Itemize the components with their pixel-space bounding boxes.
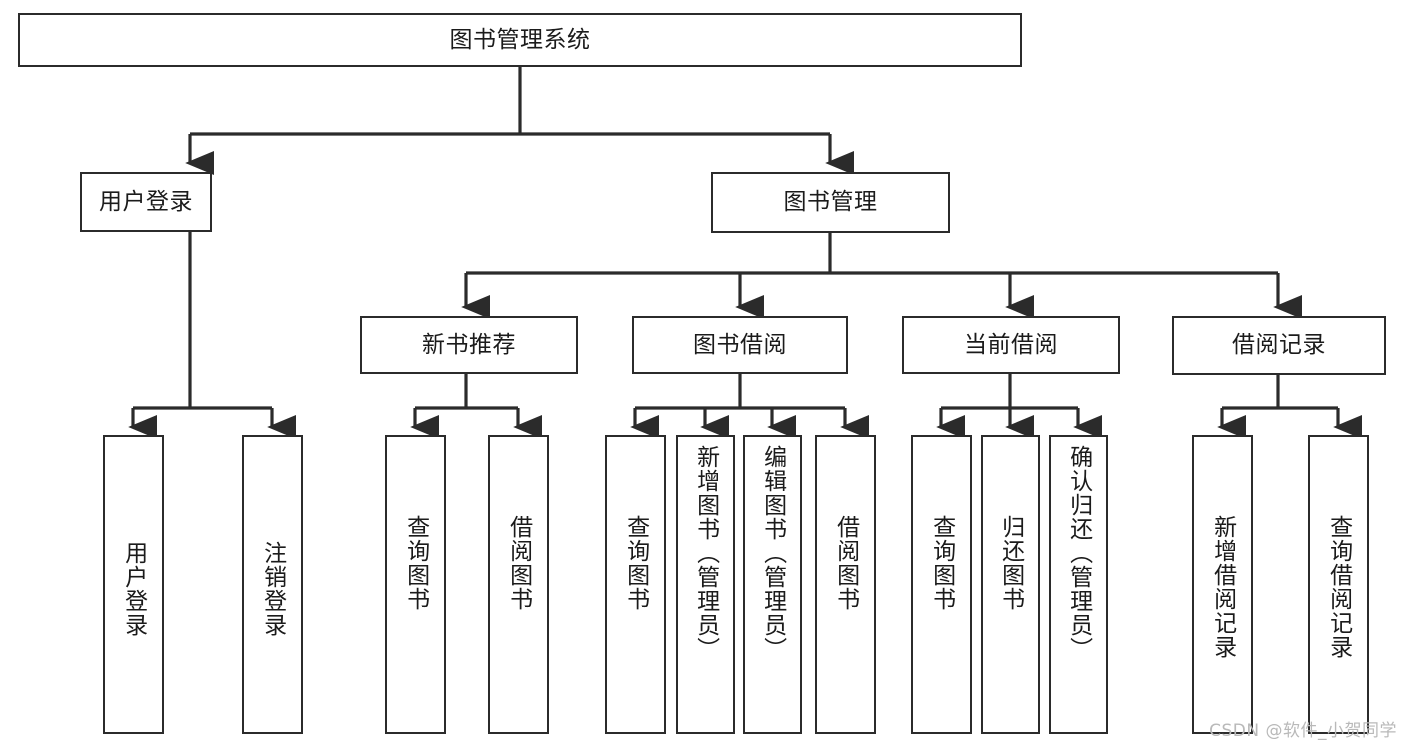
node-leaf-add-book[interactable]: 新增图书（管理员） (676, 435, 735, 734)
node-leaf-add-record-label: 新增借阅记录 (1209, 515, 1236, 659)
node-leaf-user-login[interactable]: 用户登录 (103, 435, 164, 734)
node-current-borrow[interactable]: 当前借阅 (902, 316, 1120, 374)
node-leaf-logout-label: 注销登录 (259, 541, 286, 637)
node-leaf-query-record-label: 查询借阅记录 (1325, 515, 1352, 659)
node-borrow-record-label: 借阅记录 (1232, 332, 1326, 359)
node-leaf-borrow-book-1-label: 借阅图书 (505, 515, 532, 611)
node-book-manage[interactable]: 图书管理 (711, 172, 950, 233)
node-leaf-confirm-return[interactable]: 确认归还（管理员） (1049, 435, 1108, 734)
node-root[interactable]: 图书管理系统 (18, 13, 1022, 67)
node-leaf-borrow-book-2-label: 借阅图书 (832, 515, 859, 611)
node-book-borrow-label: 图书借阅 (693, 331, 787, 358)
node-leaf-query-book-2[interactable]: 查询图书 (605, 435, 666, 734)
node-leaf-query-book-3-label: 查询图书 (928, 515, 955, 611)
node-user-login-label: 用户登录 (99, 188, 193, 215)
node-leaf-logout[interactable]: 注销登录 (242, 435, 303, 734)
node-leaf-query-book-1-label: 查询图书 (402, 515, 429, 611)
node-borrow-record[interactable]: 借阅记录 (1172, 316, 1386, 375)
node-book-borrow[interactable]: 图书借阅 (632, 316, 848, 374)
node-book-manage-label: 图书管理 (783, 189, 878, 216)
node-new-book-recommend[interactable]: 新书推荐 (360, 316, 578, 374)
node-leaf-edit-book[interactable]: 编辑图书（管理员） (743, 435, 802, 734)
node-user-login[interactable]: 用户登录 (80, 172, 212, 232)
node-leaf-return-book-label: 归还图书 (997, 515, 1024, 611)
node-leaf-add-book-label: 新增图书（管理员） (692, 445, 719, 661)
node-leaf-borrow-book-2[interactable]: 借阅图书 (815, 435, 876, 734)
node-leaf-edit-book-label: 编辑图书（管理员） (759, 445, 786, 661)
watermark: CSDN @软件_小贺同学 (1209, 721, 1397, 741)
node-root-label: 图书管理系统 (449, 26, 591, 53)
node-leaf-query-book-1[interactable]: 查询图书 (385, 435, 446, 734)
node-leaf-return-book[interactable]: 归还图书 (981, 435, 1040, 734)
node-leaf-query-book-3[interactable]: 查询图书 (911, 435, 972, 734)
node-leaf-user-login-label: 用户登录 (120, 541, 147, 637)
node-new-book-recommend-label: 新书推荐 (422, 331, 516, 358)
node-leaf-add-record[interactable]: 新增借阅记录 (1192, 435, 1253, 734)
node-leaf-confirm-return-label: 确认归还（管理员） (1065, 445, 1092, 661)
node-leaf-borrow-book-1[interactable]: 借阅图书 (488, 435, 549, 734)
node-leaf-query-book-2-label: 查询图书 (622, 515, 649, 611)
node-leaf-query-record[interactable]: 查询借阅记录 (1308, 435, 1369, 734)
node-current-borrow-label: 当前借阅 (964, 331, 1058, 358)
